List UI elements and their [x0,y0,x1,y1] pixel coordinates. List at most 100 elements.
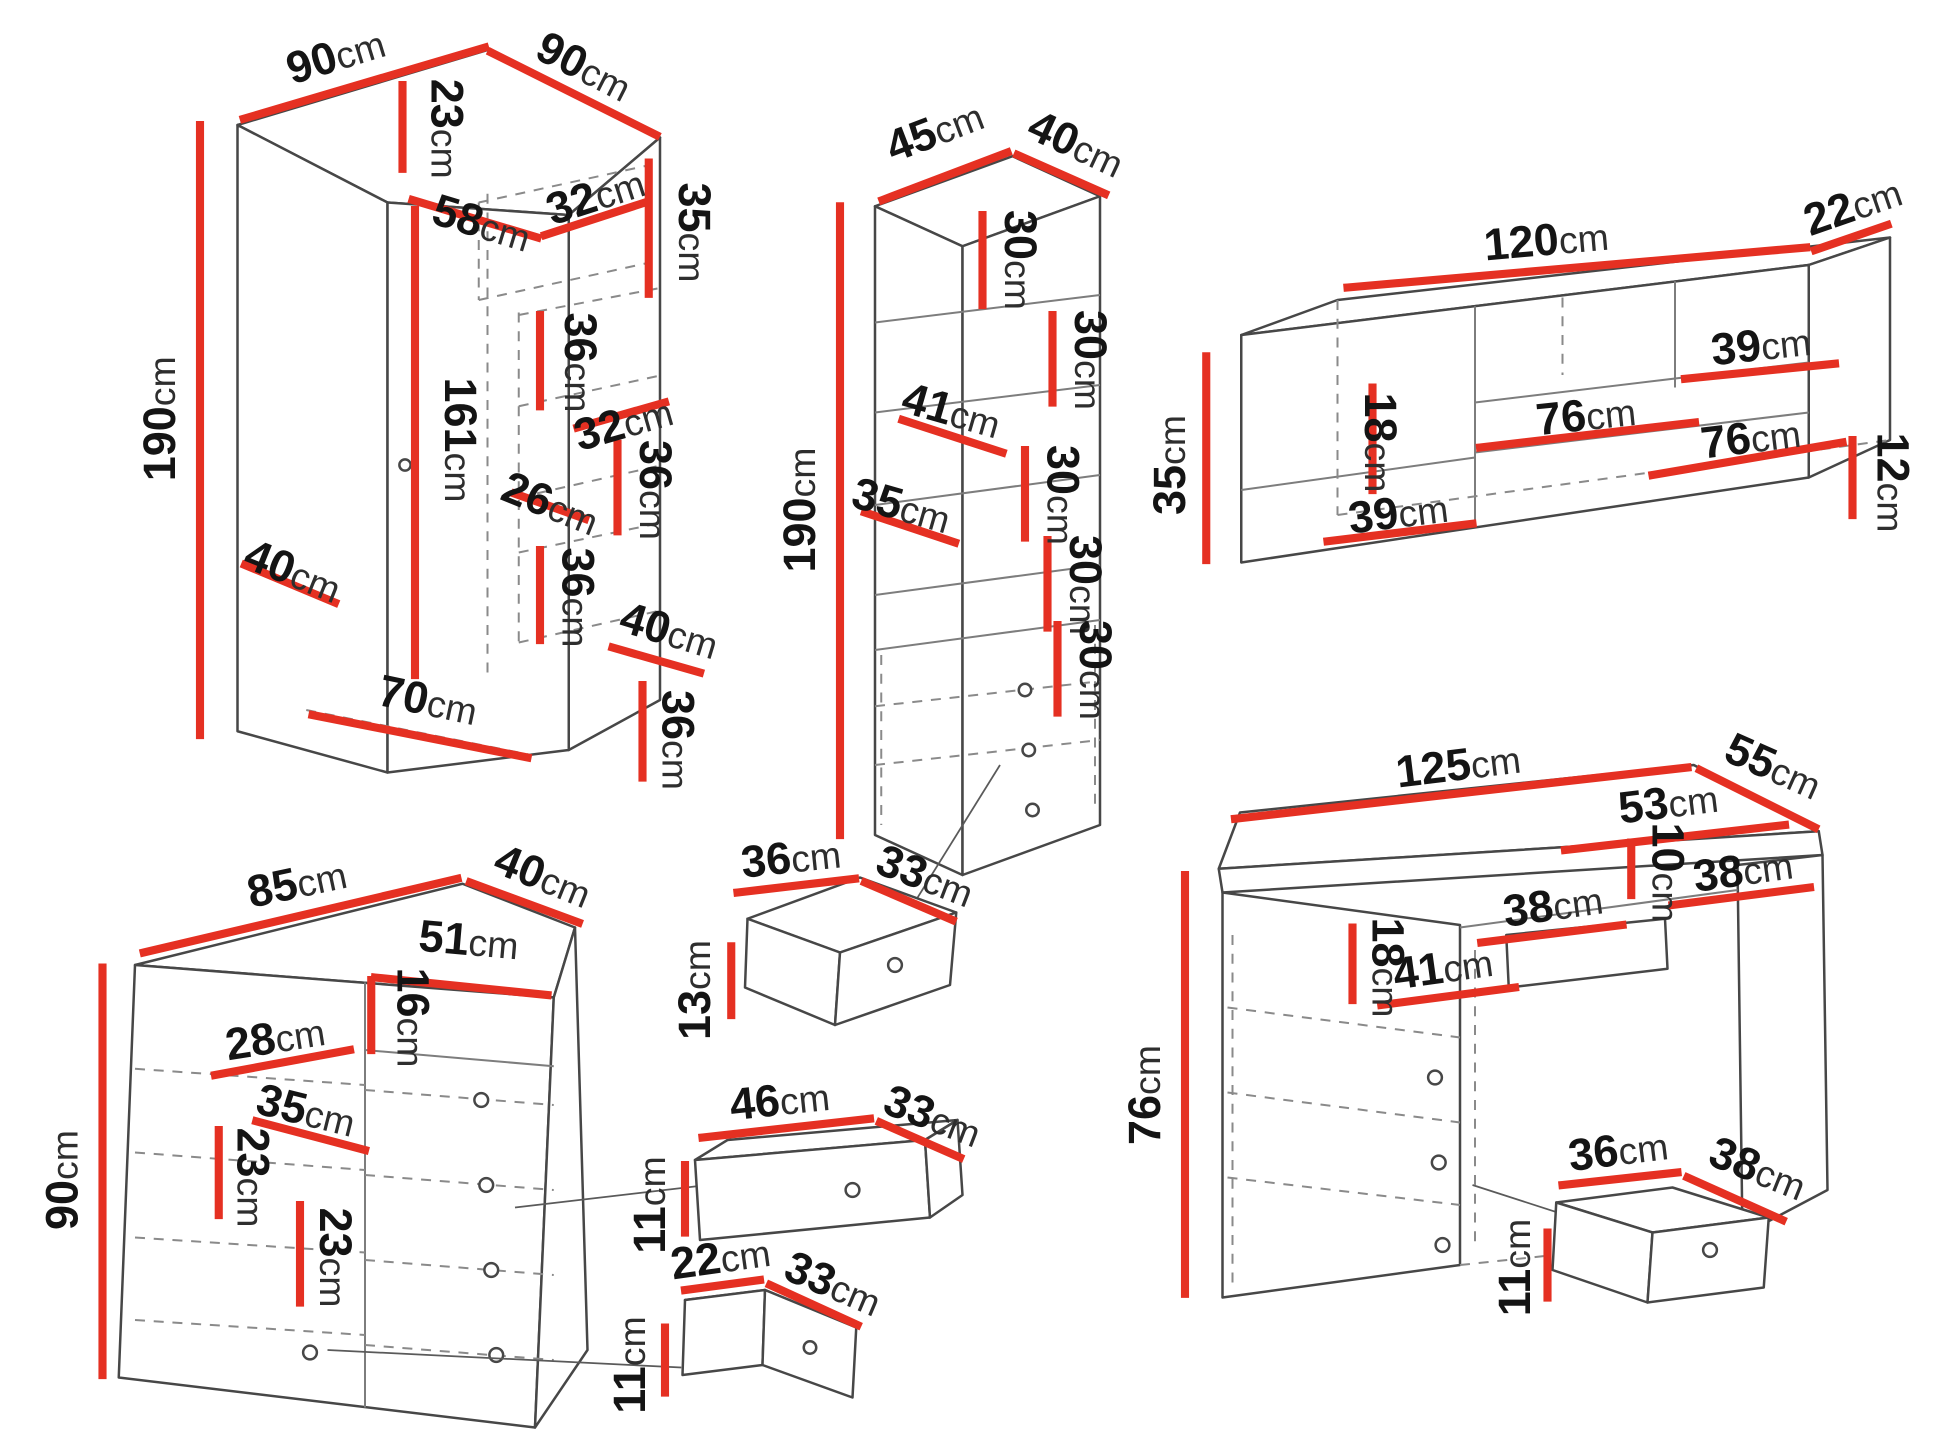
pointer-drawer-c-to-chest [327,1349,682,1369]
desk-dim-line [1476,920,1628,948]
desk-knob-3 [1434,1236,1451,1254]
wallunit-dim-line [1809,219,1893,256]
drawer-a: 36cm 33cm 13cm [669,826,979,1040]
bookcase-drawer-knob-1 [1017,682,1033,698]
chest-shelf-top [364,1049,554,1068]
pointer-drawer-b-to-chest [514,1184,708,1209]
dim-bookcase-gap-d: 30cm [1060,535,1111,635]
bookcase-dim-line [859,507,961,548]
dim-wardrobe-top-shelf-height: 35cm [669,182,720,282]
dim-wallunit-shelf-top-right: 39cm [1708,314,1813,375]
wall-unit: 120cm 22cm 35cm 18cm 39cm 76cm 76cm 39cm… [1144,172,1919,565]
chest-side-face [533,926,589,1429]
dim-bookcase-gap-b: 30cm [1065,310,1116,410]
dim-chest-shelf-left-width: 28cm [222,1004,329,1070]
dim-wardrobe-shelf-gap-d: 36cm [653,690,704,790]
chest-knob-3 [483,1261,500,1279]
dim-desk-top-left-width: 38cm [1500,872,1606,936]
wallunit-dim-line [1343,243,1811,292]
dim-desk-pedestal-width: 41cm [1390,935,1496,999]
wardrobe-left-face [236,123,389,774]
wardrobe-dim-line [307,710,533,763]
bookcase-drawer-knob-3 [1025,802,1040,818]
wardrobe-dim-line [539,197,651,241]
drawer-c-dim-line [764,1279,863,1331]
dim-desk-top-inner-width: 53cm [1615,771,1721,834]
dim-bookcase-width: 45cm [879,89,991,172]
desk-knob-2 [1430,1154,1447,1171]
dim-desk-height: 76cm [1119,1045,1170,1145]
wallunit-dim-line [1647,437,1848,480]
wallunit-side-face [1807,236,1892,479]
dim-desk-top-right-width: 38cm [1690,837,1796,901]
bookcase-drawer-lines [874,625,1101,825]
drawer-b-knob [844,1181,861,1199]
dim-chest-gap-left-b: 23cm [310,1207,361,1307]
drawer-a-dim-line [859,877,958,926]
wardrobe-hidden-top-shelf [477,164,651,301]
bookcase-dim-line [897,414,1008,458]
chest-of-drawers: 85cm 40cm 51cm 16cm 28cm 90cm 35cm 23cm … [37,833,597,1429]
chest-knob-2 [478,1176,495,1194]
chest-dim-line [251,1116,370,1155]
wallunit-dim-line [1475,417,1700,453]
chest-right-drawers [364,1089,554,1361]
chest-knob-1 [473,1091,490,1109]
drawer-a-knob [886,956,904,974]
dim-desk-width: 125cm [1393,732,1523,798]
wardrobe-door-knob [398,458,412,472]
desk-drawer-dim-line [1558,1168,1682,1190]
dim-bookcase-gap-c: 30cm [1038,445,1089,545]
chest-left-shelves [134,1067,366,1336]
desk-drawer: 36cm 38cm 11cm [1489,1124,1812,1316]
chest-dim-line [464,877,584,928]
wallunit-dividers [1241,281,1809,528]
desk-dim-line [1667,882,1815,910]
wallunit-hidden-lines [1336,297,1891,516]
dim-bookcase-height: 190cm [774,447,825,572]
dim-chest-width: 85cm [243,847,351,918]
dim-wallunit-inner-height-left: 18cm [1355,392,1406,492]
dim-wardrobe-height: 190cm [134,356,185,481]
chest-dim-line [370,973,552,1000]
bookcase-dim-line [877,147,1013,206]
dim-chest-inner-width: 51cm [417,910,521,970]
dim-wardrobe-door-height: 161cm [435,377,486,502]
dim-drawer-a-width: 36cm [738,826,843,887]
chest-knob-left [301,1344,319,1361]
bookcase: 45cm 40cm 190cm 30cm 30cm 41cm 30cm 35cm… [774,89,1130,877]
dim-wardrobe-cornice-depth: 23cm [421,79,472,179]
chest-dim-line [138,873,463,958]
dim-wallunit-shelf-mid: 76cm [1533,384,1638,445]
desk-underside [1459,889,1738,929]
desk-drawer-dim-line [1682,1172,1788,1226]
dim-wardrobe-shelf-gap-b: 36cm [630,440,681,540]
dim-wardrobe-shelf-gap-c: 36cm [553,547,604,647]
desk-knee-hidden [1459,950,1743,1266]
desk-dim-line [1376,982,1520,1010]
drawer-c-dim-line [680,1275,765,1295]
dim-wardrobe-shelf-width-low: 40cm [614,591,725,669]
dim-bookcase-gap-e: 30cm [1070,620,1121,720]
dim-wardrobe-shelf-gap-a: 36cm [555,312,606,412]
bookcase-drawer-knob-2 [1021,742,1037,758]
drawer-b-dim-line [698,1114,875,1142]
dim-bookcase-gap-a: 30cm [995,210,1046,310]
dim-drawer-a-height: 13cm [669,940,720,1040]
dim-drawer-b-height: 11cm [624,1156,675,1254]
bookcase-side-face [961,195,1102,877]
drawer-c-front-face [681,1288,767,1377]
wallunit-dim-line [1680,359,1840,384]
desk-dim-line [1560,820,1790,855]
wardrobe-dim-line [509,488,591,524]
wardrobe-dim-line [407,194,543,243]
wardrobe-dim-line [239,559,341,608]
dim-wardrobe-bottom-width: 70cm [374,664,482,735]
drawer-b: 46cm 33cm 11cm [624,1074,986,1254]
dim-wallunit-inner-height-right: 12cm [1868,432,1919,532]
dim-wallunit-shelf-low-right: 76cm [1698,406,1804,469]
dim-desk-drawer-height: 10cm [1643,822,1694,922]
drawer-c-knob [802,1340,818,1355]
